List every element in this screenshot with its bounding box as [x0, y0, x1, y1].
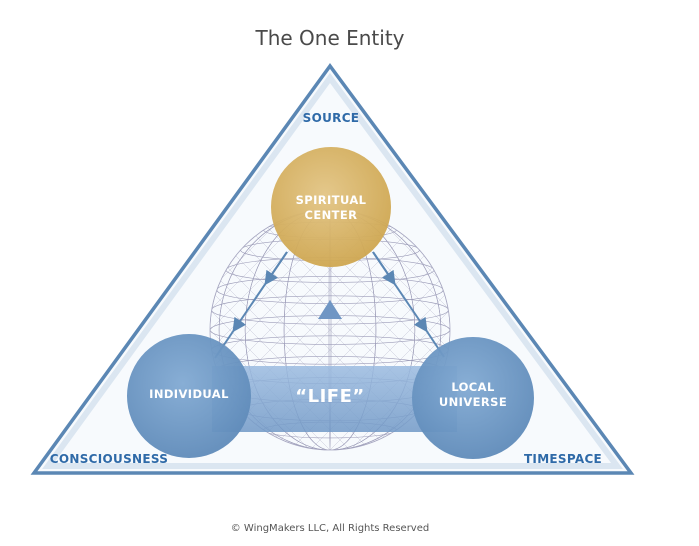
sphere-longitude-line: [283, 210, 377, 450]
spiritual-center-circle: [271, 147, 391, 267]
individual-label: INDIVIDUAL: [149, 387, 229, 401]
triangle-inner-glow: [42, 72, 623, 469]
arrow-mid-left: [264, 251, 288, 286]
center-triangle-icon: [318, 300, 342, 319]
corner-label-timespace: TIMESPACE: [524, 452, 602, 466]
spiritual-center-label-line2: CENTER: [305, 208, 358, 222]
copyright-footer: © WingMakers LLC, All Rights Reserved: [231, 523, 429, 534]
corner-label-source: SOURCE: [303, 111, 360, 125]
sphere-triangulation-line: [369, 210, 450, 450]
individual-circle: [127, 334, 251, 458]
local-universe-label-line1: LOCAL: [451, 380, 495, 394]
local-universe-label-line2: UNIVERSE: [439, 395, 507, 409]
arrow-mid-right: [372, 251, 396, 286]
spiritual-center-label-line1: SPIRITUAL: [296, 193, 367, 207]
sphere-longitude-line: [218, 210, 442, 450]
diagram-title: The One Entity: [254, 26, 404, 50]
sphere-triangulation-line: [349, 210, 450, 450]
sphere-longitude-line: [328, 210, 332, 450]
local-universe-circle: [412, 337, 534, 459]
corner-label-consciousness: CONSCIOUSNESS: [50, 452, 168, 466]
life-label: “LIFE”: [295, 386, 364, 407]
